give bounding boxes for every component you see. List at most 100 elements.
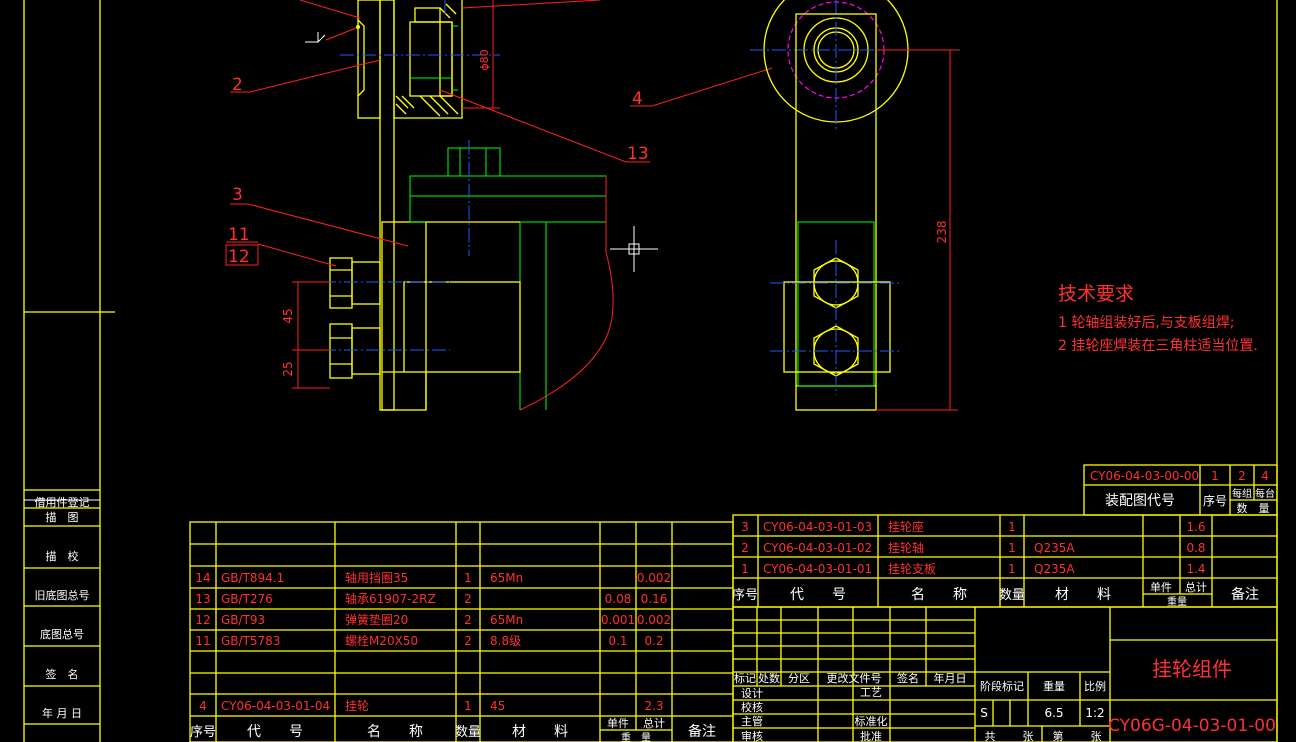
side-strip: 借用件登记 描 图 描 校 旧底图总号 底图总号 签 名 年 月 日	[24, 495, 100, 725]
assembly-count: 数 量	[1237, 502, 1270, 515]
left-bom-h-remark: 备注	[688, 723, 716, 740]
left-bom-name: 轴用挡圈35	[345, 570, 408, 585]
right-bom-h-name: 名 称	[911, 587, 967, 603]
right-bom-name: 挂轮轴	[888, 540, 924, 555]
left-bom-code: GB/T5783	[221, 634, 280, 648]
left-bom-h-unit: 单件	[607, 717, 629, 730]
tb-process: 工艺	[860, 686, 882, 699]
tb-chief: 主管	[741, 714, 763, 728]
left-bom-qty: 2	[464, 634, 472, 648]
tb-stage-val: S	[980, 706, 988, 720]
right-bom-h-remark: 备注	[1231, 586, 1259, 603]
right-bom-weight: 1.6	[1186, 520, 1205, 534]
left-bom-material: 45	[490, 699, 505, 713]
right-bom-material: Q235A	[1034, 562, 1075, 576]
tech-requirements: 技术要求 1 轮轴组装好后,与支板组焊; 2 挂轮座焊装在三角柱适当位置.	[1058, 283, 1258, 354]
side-label-old-base: 旧底图总号	[35, 588, 90, 602]
left-bom-total-weight: 0.002	[637, 613, 671, 627]
drawing-frame	[23, 0, 1278, 742]
tb-date: 年月日	[934, 671, 967, 685]
tb-design: 设计	[741, 687, 763, 700]
right-bom-code: CY06-04-03-01-03	[763, 520, 872, 534]
tech-line-1: 1 轮轴组装好后,与支板组焊;	[1058, 315, 1235, 331]
left-bom-material: 65Mn	[490, 613, 523, 627]
tb-mark: 标记	[734, 671, 756, 685]
left-bom-unit-weight: 0.08	[605, 592, 632, 606]
assembly-c3: 4	[1261, 469, 1269, 483]
assembly-c1: 1	[1211, 469, 1219, 483]
side-label-date: 年 月 日	[42, 706, 82, 720]
balloon-11: 11	[228, 225, 250, 245]
left-bom-material: 65Mn	[490, 571, 523, 585]
right-bom-h-no: 序号	[732, 588, 758, 603]
right-bom-name: 挂轮支板	[888, 562, 936, 576]
left-bom-code: GB/T276	[221, 592, 273, 606]
left-bom-code: GB/T93	[221, 613, 265, 627]
left-bom-total-weight: 0.002	[637, 571, 671, 585]
tb-count: 处数	[758, 672, 780, 685]
dim-45: 45	[281, 308, 295, 323]
right-bom-qty: 1	[1008, 562, 1016, 576]
left-bom-unit-weight: 0.001	[601, 613, 635, 627]
assembly-code: CY06-04-03-00-00	[1090, 469, 1199, 483]
tb-scale-val: 1:2	[1085, 706, 1104, 720]
tb-drawing-code: CY06G-04-03-01-00	[1108, 716, 1276, 736]
tb-stage: 阶段标记	[980, 679, 1024, 693]
right-bom-code: CY06-04-03-01-01	[763, 562, 872, 576]
tb-weight-val: 6.5	[1044, 706, 1063, 720]
tb-weight: 重量	[1043, 679, 1065, 693]
right-bom-code: CY06-04-03-01-02	[763, 541, 872, 555]
left-bom-h-weight: 重 量	[621, 731, 651, 742]
assembly-label: 装配图代号	[1105, 493, 1175, 509]
right-bom-h-total: 总计	[1185, 580, 1207, 594]
right-bom-weight: 1.4	[1186, 562, 1205, 576]
side-label-base-no: 底图总号	[40, 627, 84, 641]
right-bom-table	[732, 514, 1278, 608]
balloon-4: 4	[632, 89, 643, 109]
left-bom-qty: 2	[464, 613, 472, 627]
tb-sheet: 张	[1023, 730, 1034, 742]
front-view[interactable]: 238	[750, 0, 960, 411]
tb-sheet2: 张	[1091, 730, 1102, 742]
left-bom-h-no: 序号	[190, 725, 216, 740]
left-bom-qty: 1	[464, 571, 472, 585]
tb-change-doc: 更改文件号	[827, 671, 882, 685]
right-bom-h-unit: 单件	[1150, 581, 1172, 594]
part-balloons: 2 3 11 12 13 4	[225, 0, 773, 267]
right-bom-no: 3	[741, 520, 749, 534]
dim-238: 238	[935, 221, 949, 244]
assembly-per-unit: 每台	[1255, 487, 1275, 500]
crosshair-cursor-icon	[610, 226, 658, 272]
dim-phi80: ϕ80	[478, 49, 491, 70]
left-bom-no: 12	[195, 613, 210, 627]
side-label-trace-check: 描 校	[46, 549, 79, 563]
left-bom-qty: 1	[464, 699, 472, 713]
right-bom-weight: 0.8	[1186, 541, 1205, 555]
tb-approve: 批准	[860, 729, 882, 742]
left-bom-no: 14	[195, 571, 210, 585]
assembly-seq: 序号	[1203, 493, 1227, 508]
left-bom-h-code: 代 号	[247, 724, 303, 740]
section-view[interactable]: ϕ80 45	[281, 0, 658, 411]
title-block: 标记 处数 分区 更改文件号 签名 年月日 设计 校核 主管 审核 工艺 标准化…	[732, 606, 1278, 742]
right-bom-h-material: 材 料	[1055, 587, 1111, 603]
tb-zone: 分区	[788, 672, 810, 685]
side-label-signature: 签 名	[46, 667, 79, 681]
right-bom-h-code: 代 号	[790, 587, 846, 603]
tech-line-2: 2 挂轮座焊装在三角柱适当位置.	[1058, 338, 1258, 354]
side-label-borrowed: 借用件登记	[35, 495, 90, 509]
tb-page: 第	[1053, 729, 1064, 742]
tech-title: 技术要求	[1058, 283, 1134, 305]
left-bom-no: 11	[195, 634, 210, 648]
tb-check: 校核	[741, 700, 763, 714]
tb-std: 标准化	[855, 714, 888, 728]
left-bom-name: 弹簧垫圈20	[345, 612, 408, 627]
right-bom-no: 1	[741, 562, 749, 576]
tb-total: 共	[985, 730, 996, 742]
right-bom-no: 2	[741, 541, 749, 555]
right-bom-material: Q235A	[1034, 541, 1075, 555]
left-bom-total-weight: 0.2	[644, 634, 663, 648]
tb-scale: 比例	[1084, 679, 1106, 693]
